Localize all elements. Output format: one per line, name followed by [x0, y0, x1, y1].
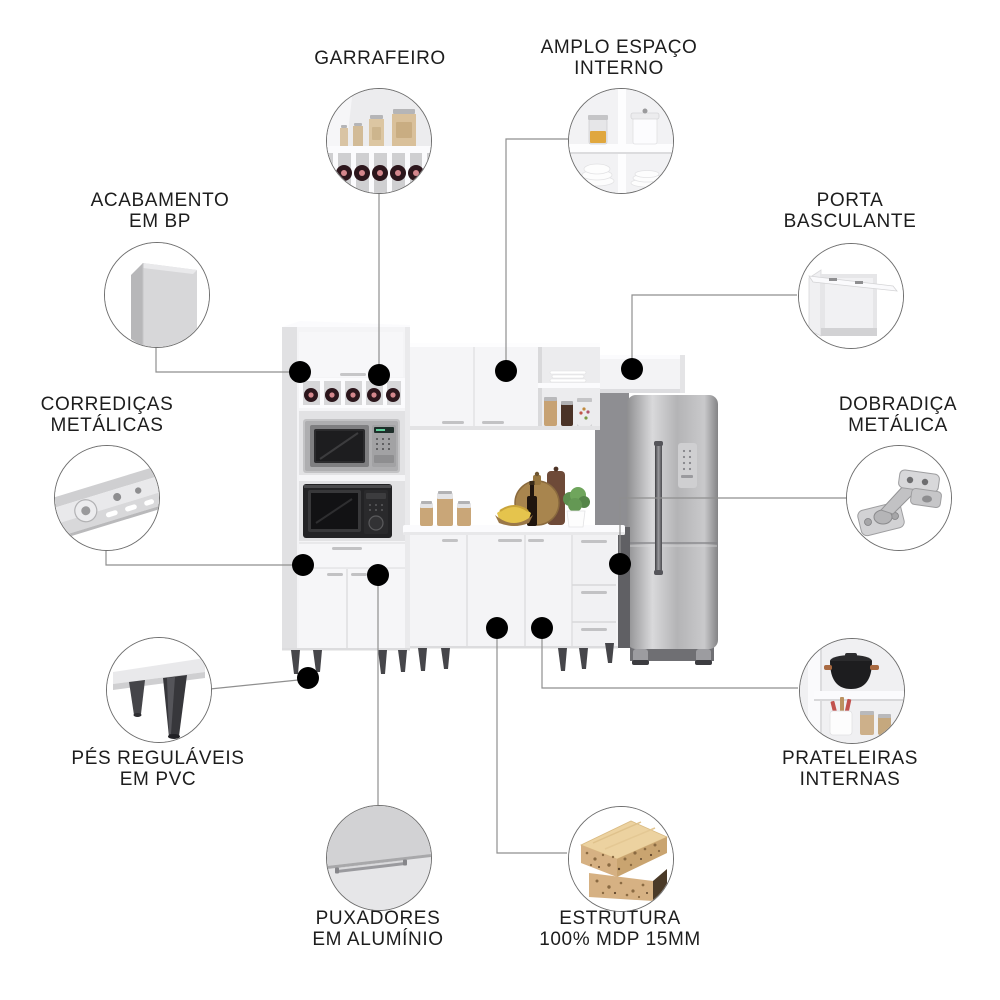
countertop	[403, 525, 625, 535]
connector-line-pes	[209, 678, 309, 690]
label-text: CORREDIÇAS	[40, 394, 174, 415]
fridge-control-panel	[678, 443, 697, 488]
label-text: PORTA	[816, 190, 884, 211]
callout-dot-pes	[297, 667, 319, 689]
callout-dot-dobradica	[609, 553, 631, 575]
aluminum-handle-photo	[326, 805, 432, 911]
connector-line-estrutura	[496, 629, 567, 854]
label-text: AMPLO ESPAÇO	[540, 37, 698, 58]
drawer-stack	[571, 534, 616, 648]
label-text: PÉS REGULÁVEIS	[71, 748, 245, 769]
label-text: EM ALUMÍNIO	[312, 929, 444, 950]
utensil-cup	[829, 697, 853, 736]
mdp-board-photo	[568, 806, 674, 912]
flip-up-door-photo	[798, 243, 904, 349]
label-text: ESTRUTURA	[559, 908, 681, 929]
tall-cabinet	[282, 321, 410, 651]
decor-plant	[563, 487, 590, 528]
base-cabinet	[403, 525, 630, 649]
handle-bar	[335, 859, 407, 874]
bottle-rack-photo	[326, 88, 432, 194]
connector-line-prateleiras	[541, 629, 798, 689]
label-text: PUXADORES	[315, 908, 441, 929]
label-text: ACABAMENTO	[90, 190, 230, 211]
wine-bottles	[304, 388, 400, 402]
open-shelf-section	[538, 347, 600, 427]
callout-dot-acabamento	[289, 361, 311, 383]
pvc-adjustable-feet-photo	[106, 637, 212, 743]
cabinet-feet	[291, 643, 614, 674]
connector-line-dobradica	[619, 497, 846, 564]
label-text: BASCULANTE	[783, 211, 917, 232]
label-text: INTERNO	[574, 58, 664, 79]
plate-stack	[549, 370, 587, 383]
metal-hinge-photo	[846, 445, 952, 551]
flip-door-cabinet	[600, 355, 685, 393]
callout-dot-puxadores	[367, 564, 389, 586]
label-text: INTERNAS	[799, 769, 901, 790]
internal-shelves-photo	[799, 638, 905, 744]
label-text: EM PVC	[119, 769, 197, 790]
label-text: METÁLICA	[848, 415, 948, 436]
door-handle	[442, 421, 464, 424]
tower-doors	[299, 569, 405, 650]
connector-line-acabamento	[155, 346, 300, 373]
callout-dot-prateleiras	[531, 617, 553, 639]
decor-jars	[420, 491, 471, 526]
pot	[824, 653, 879, 689]
callout-dot-estrutura	[486, 617, 508, 639]
label-text: 100% MDP 15MM	[539, 929, 701, 950]
callout-dot-amplo-espaco	[495, 360, 517, 382]
open-shelves-photo	[568, 88, 674, 194]
countertop-decor	[420, 466, 590, 528]
callout-dot-garrafeiro	[368, 364, 390, 386]
microwave-dial	[368, 515, 384, 531]
refrigerator	[627, 395, 718, 665]
microwave-steel	[303, 419, 400, 473]
label-text: METÁLICAS	[50, 415, 164, 436]
door-handle	[482, 421, 504, 424]
fridge-handle	[655, 443, 662, 573]
label-text: PRATELEIRAS	[781, 748, 919, 769]
label-text: DOBRADIÇA	[838, 394, 958, 415]
side-backdrop-panel	[595, 393, 629, 529]
pantry-jars	[544, 397, 592, 426]
connector-line-porta-basculante	[631, 294, 797, 369]
callout-dot-porta-basculante	[621, 358, 643, 380]
connector-line-corredicas	[105, 548, 303, 566]
product-image	[282, 321, 718, 674]
microwave-black	[303, 484, 392, 538]
label-garrafeiro: GARRAFEIRO	[270, 48, 490, 69]
label-text: EM BP	[128, 211, 192, 232]
wine-rack	[299, 378, 405, 408]
bridge-top-cabinet	[410, 343, 600, 430]
callout-dot-corredicas	[292, 554, 314, 576]
bp-finish-panel-photo	[104, 242, 210, 348]
decor-banana-bowl	[495, 505, 533, 526]
metal-drawer-slide-photo	[54, 445, 160, 551]
label-text: GARRAFEIRO	[314, 48, 446, 69]
connector-line-amplo-espaco	[505, 138, 568, 371]
